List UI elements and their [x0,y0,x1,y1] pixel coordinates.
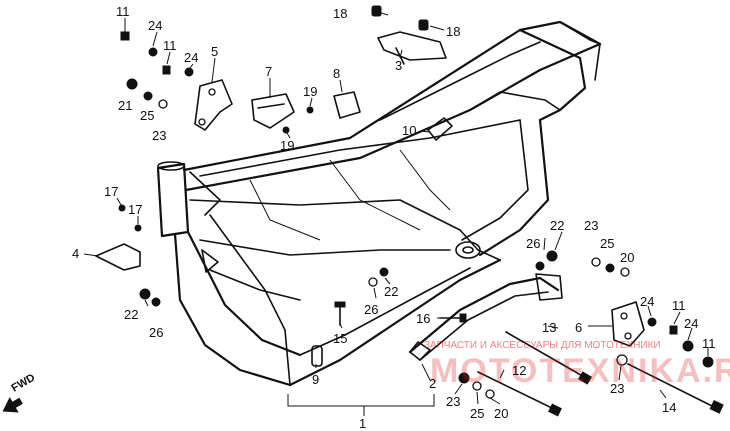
label-part-26: 26 [526,236,540,251]
forward-arrow: FWD [2,372,38,413]
label-part-22: 22 [384,284,398,299]
label-part-11: 11 [672,298,686,313]
label-part-20: 20 [494,406,508,421]
label-part-26: 26 [149,325,163,340]
part-10-clip [427,117,453,141]
label-part-2: 2 [429,376,436,391]
label-part-12: 12 [512,363,526,378]
part-number-labels: 11 24 11 24 5 21 25 23 7 8 19 19 18 18 3… [72,4,716,431]
label-part-9: 9 [312,372,319,387]
part-12-long-bolt [477,371,562,417]
part-8-plate [333,91,361,119]
part-13-long-bolt [505,331,593,385]
part-14-long-bolt [627,363,724,414]
label-part-23: 23 [446,394,460,409]
label-part-22: 22 [124,307,138,322]
label-part-23: 23 [610,381,624,396]
label-part-4: 4 [72,246,79,261]
watermark-text: MOTOTEXNIKA.RU [430,352,730,390]
label-part-19: 19 [303,84,317,99]
label-part-25: 25 [470,406,484,421]
part-9-sleeve [311,345,323,367]
part-3-bracket [377,31,447,65]
label-part-5: 5 [211,44,218,59]
label-part-22: 22 [550,218,564,233]
assembly-bracket-1 [287,394,435,416]
label-part-20: 20 [620,250,634,265]
part-5-bracket [194,79,233,131]
label-part-25: 25 [600,236,614,251]
label-part-6: 6 [575,320,582,335]
watermark: MOTOTEXNIKA.RU ЗАПЧАСТИ И АКСЕССУАРЫ ДЛЯ… [424,340,730,390]
label-part-3: 3 [395,58,402,73]
label-part-17: 17 [128,202,142,217]
label-part-7: 7 [265,64,272,79]
label-part-18: 18 [446,24,460,39]
label-part-16: 16 [416,311,430,326]
part-7-bracket [251,93,295,129]
label-part-11: 11 [116,4,130,19]
watermark-subtitle: ЗАПЧАСТИ И АКСЕССУАРЫ ДЛЯ МОТОТЕХНИКИ [424,340,661,351]
label-part-11: 11 [702,336,716,351]
label-part-23: 23 [152,128,166,143]
label-part-21: 21 [118,98,132,113]
label-part-23: 23 [584,218,598,233]
label-part-8: 8 [333,66,340,81]
part-4-bracket [95,243,141,271]
label-part-11: 11 [163,38,177,53]
part-6-mount-plate [611,301,645,347]
part-18-bolts [371,5,429,31]
part-2-rail [408,273,563,361]
label-part-19: 19 [280,138,294,153]
label-part-15: 15 [333,331,347,346]
label-part-1: 1 [359,416,366,431]
label-part-24: 24 [640,294,654,309]
label-part-10: 10 [402,123,416,138]
leader-lines [83,11,709,405]
label-part-13: 13 [542,320,556,335]
label-part-17: 17 [104,184,118,199]
forward-label: FWD [10,372,38,395]
hardware [118,31,714,399]
label-part-26: 26 [364,302,378,317]
label-part-25: 25 [140,108,154,123]
label-part-18: 18 [333,6,347,21]
label-part-24: 24 [148,18,162,33]
label-part-14: 14 [662,400,676,415]
main-frame [156,20,602,387]
label-part-24: 24 [684,316,698,331]
part-15-bolt [334,301,346,326]
label-part-24: 24 [184,50,198,65]
